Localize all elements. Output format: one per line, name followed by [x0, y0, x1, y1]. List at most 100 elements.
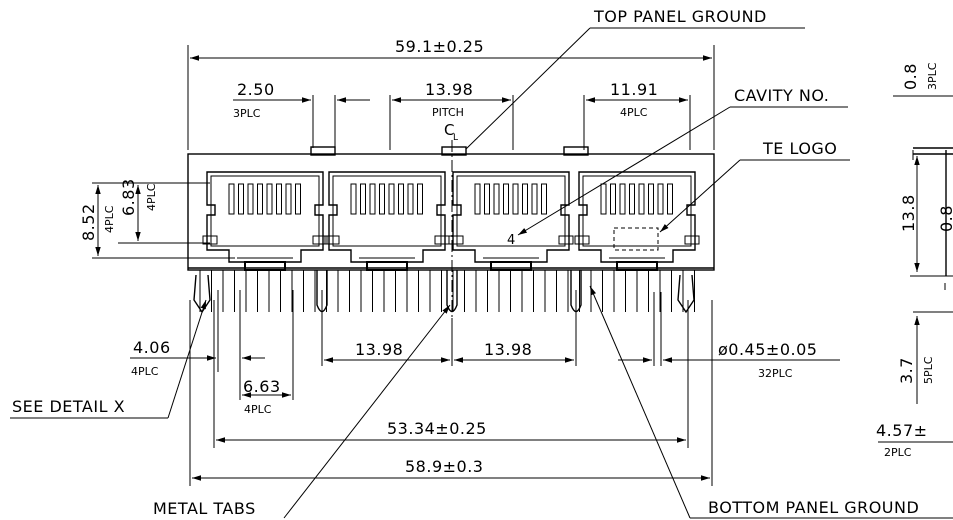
latch-slot	[366, 261, 408, 271]
svg-text:13.8: 13.8	[899, 194, 918, 232]
connector-body	[187, 146, 715, 271]
dim-overall-top: 59.1±0.25	[187, 37, 715, 150]
dim-11-91: 11.91 4PLC	[583, 80, 691, 150]
svg-text:4PLC: 4PLC	[244, 403, 272, 416]
contact-finger	[369, 183, 376, 215]
svg-text:TOP PANEL GROUND: TOP PANEL GROUND	[593, 7, 767, 26]
dim-53-34: 53.34±0.25	[213, 300, 689, 448]
svg-text:4PLC: 4PLC	[103, 205, 116, 233]
contact-finger	[531, 183, 538, 215]
contact-finger	[493, 183, 500, 215]
port-outline	[578, 171, 696, 263]
contact-finger	[266, 183, 273, 215]
contact-finger	[247, 183, 254, 215]
contact-finger	[379, 183, 385, 215]
dim-59-1: 59.1±0.25	[395, 37, 484, 56]
contact-finger	[503, 183, 509, 215]
dim-pin-diameter: ø0.45±0.05 32PLC	[618, 292, 840, 380]
te-logo-box	[613, 227, 659, 251]
port-2	[324, 171, 450, 271]
contact-finger	[610, 183, 616, 215]
contact-finger	[541, 183, 547, 215]
port-4	[574, 171, 700, 271]
svg-text:BOTTOM PANEL GROUND: BOTTOM PANEL GROUND	[708, 498, 919, 517]
svg-text:METAL TABS: METAL TABS	[153, 499, 256, 518]
contact-finger	[648, 183, 654, 215]
svg-text:4.06: 4.06	[133, 338, 171, 357]
dim-4-06: 4.06 4PLC	[130, 290, 265, 400]
svg-text:CAVITY NO.: CAVITY NO.	[734, 86, 829, 105]
port-inner	[582, 175, 692, 247]
metal-tab-clip	[677, 274, 695, 314]
svg-text:6.83: 6.83	[119, 178, 138, 216]
callout-top-panel-ground: TOP PANEL GROUND	[465, 7, 805, 150]
callout-bottom-panel-ground: BOTTOM PANEL GROUND	[589, 285, 953, 519]
svg-text:8.52: 8.52	[79, 203, 98, 241]
dim-13-98-bottom: 13.98 13.98	[321, 290, 577, 366]
latch-slot	[490, 261, 532, 271]
port-outline	[452, 171, 570, 263]
svg-text:3PLC: 3PLC	[926, 62, 939, 90]
svg-text:53.34±0.25: 53.34±0.25	[387, 419, 487, 438]
svg-text:0.8: 0.8	[937, 205, 953, 232]
port-outline	[206, 171, 324, 263]
svg-text:5PLC: 5PLC	[922, 356, 935, 384]
contact-finger	[398, 183, 404, 215]
contact-finger	[629, 183, 635, 215]
side-notch-left	[574, 235, 590, 245]
dim-6-83: 6.83 4PLC	[118, 178, 210, 244]
latch-slot	[616, 261, 658, 271]
svg-text:TE LOGO: TE LOGO	[762, 139, 837, 158]
dim-8-52: 8.52 4PLC	[79, 182, 235, 259]
ports	[202, 171, 700, 271]
contact-finger	[228, 183, 235, 215]
side-notch-left	[202, 235, 218, 245]
svg-text:3.7: 3.7	[897, 357, 916, 384]
svg-text:SEE DETAIL X: SEE DETAIL X	[12, 397, 125, 416]
contact-finger	[350, 183, 357, 215]
callout-see-detail-x: SEE DETAIL X	[10, 299, 207, 419]
side-notch-right	[434, 235, 450, 245]
contact-finger	[657, 183, 664, 215]
svg-text:ø0.45±0.05: ø0.45±0.05	[718, 340, 817, 359]
svg-text:4PLC: 4PLC	[145, 183, 158, 211]
port-inner	[456, 175, 566, 247]
pins	[193, 270, 695, 314]
contact-finger	[512, 183, 519, 215]
contact-finger	[667, 183, 673, 215]
contact-finger	[257, 183, 263, 215]
svg-text:C: C	[444, 121, 454, 139]
svg-text:2.50: 2.50	[237, 80, 275, 99]
contact-finger	[638, 183, 645, 215]
side-notch-right	[558, 235, 574, 245]
dim-13-98-pitch: 13.98 PITCH	[389, 80, 514, 150]
svg-text:32PLC: 32PLC	[758, 367, 793, 380]
svg-text:58.9±0.3: 58.9±0.3	[405, 457, 483, 476]
svg-text:0.8: 0.8	[901, 63, 920, 90]
centerline-symbol: C L	[444, 121, 458, 318]
contact-finger	[600, 183, 607, 215]
svg-text:2PLC: 2PLC	[884, 446, 912, 459]
svg-text:13.98: 13.98	[425, 80, 473, 99]
svg-text:6.63: 6.63	[243, 377, 281, 396]
side-notch-right	[312, 235, 328, 245]
side-notch-right	[684, 235, 700, 245]
dim-2-50: 2.50 3PLC	[233, 80, 370, 148]
side-notch-left	[448, 235, 464, 245]
port-3	[448, 171, 574, 271]
svg-text:PITCH: PITCH	[432, 106, 464, 119]
svg-text:L: L	[453, 133, 458, 143]
port-outline	[328, 171, 446, 263]
svg-text:4PLC: 4PLC	[620, 106, 648, 119]
side-notch-left	[324, 235, 340, 245]
contact-finger	[417, 183, 423, 215]
metal-tab-clip	[193, 274, 211, 314]
callout-te-logo: TE LOGO	[659, 139, 850, 233]
svg-text:4PLC: 4PLC	[131, 365, 159, 378]
contact-finger	[619, 183, 626, 215]
dim-6-63: 6.63 4PLC	[242, 290, 294, 416]
contact-finger	[522, 183, 528, 215]
port-inner	[210, 175, 320, 247]
contact-finger	[276, 183, 282, 215]
